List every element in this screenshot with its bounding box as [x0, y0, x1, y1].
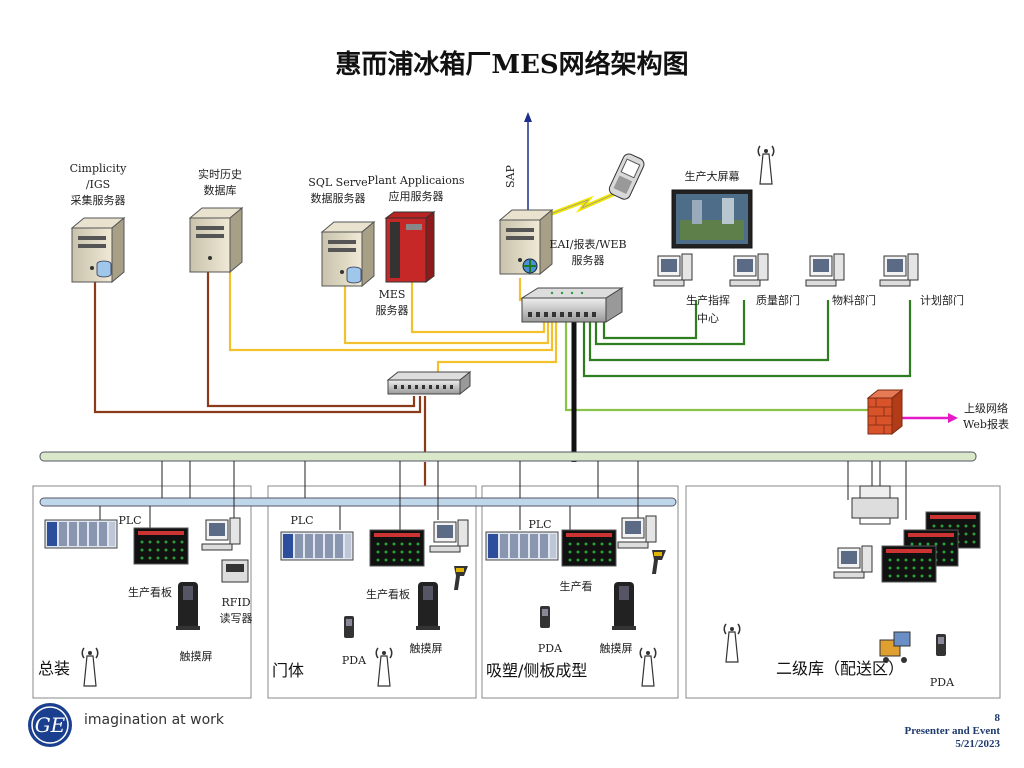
date-label: 5/21/2023: [955, 738, 1000, 750]
planning-label: 计划部门: [920, 293, 964, 307]
mes-label-1: MES: [379, 288, 406, 301]
field-drops: [99, 461, 907, 530]
door-plc-icon: [280, 531, 354, 561]
warehouse-pda-label: PDA: [930, 676, 955, 689]
page-title: 惠而浦冰箱厂MES网络架构图: [335, 50, 689, 80]
cimplicity-label-1: Cimplicity: [70, 162, 128, 175]
assembly-rfid-label-1: RFID: [221, 596, 250, 609]
cimplicity-label-3: 采集服务器: [71, 193, 126, 207]
logistics-pc-icon: [805, 253, 845, 287]
ge-logo-icon: GE: [28, 703, 72, 747]
sql-label-1: SQL Serve: [308, 176, 367, 189]
molding-plc-icon: [485, 531, 559, 561]
big-screen-label: 生产大屏幕: [685, 169, 740, 183]
door-board-icon: [369, 529, 425, 567]
warehouse-pda-icon: [936, 634, 946, 656]
big-screen-icon: [671, 189, 753, 249]
molding-board-icon: [561, 529, 617, 567]
molding-pda-icon: [540, 606, 550, 628]
warehouse-zone-label: 二级库（配送区）: [776, 659, 904, 678]
rfid-reader-icon: [221, 559, 249, 583]
assembly-plc-label: PLC: [118, 514, 141, 527]
page-number: 8: [994, 712, 1001, 724]
historian-label-2: 数据库: [204, 183, 237, 197]
door-zone-label: 门体: [272, 661, 304, 680]
assembly-board-label: 生产看板: [128, 585, 172, 599]
sap-label: SAP: [504, 165, 517, 188]
mes-label-2: 服务器: [376, 304, 409, 317]
svg-text:GE: GE: [35, 713, 66, 737]
warehouse-board-icon-3: [881, 545, 937, 583]
door-pda-label: PDA: [342, 654, 367, 667]
assembly-zone-label: 总装: [38, 659, 70, 678]
historian-label-1: 实时历史: [198, 167, 242, 181]
door-board-label: 生产看板: [366, 587, 410, 601]
control-center-pc-icon: [653, 253, 693, 287]
molding-pda-label: PDA: [538, 642, 563, 655]
cimplicity-server-icon: [71, 217, 125, 283]
planning-pc-icon: [879, 253, 919, 287]
door-pda-icon: [344, 616, 354, 638]
footer-meta: 8 Presenter and Event 5/21/2023: [904, 712, 1000, 751]
eai-label-1: EAI/报表/WEB: [549, 237, 626, 251]
delivery-cart-icon: [879, 631, 911, 663]
firewall-icon: [866, 388, 904, 436]
logistics-label: 物料部门: [832, 293, 876, 307]
mes-server-icon: [384, 211, 436, 283]
access-switch-icon: [386, 370, 472, 396]
eai-label-2: 服务器: [572, 254, 605, 267]
eai-server-icon: [499, 209, 553, 275]
assembly-rfid-label-2: 读写器: [220, 611, 253, 625]
quality-pc-icon: [729, 253, 769, 287]
door-touchscreen-icon: [416, 582, 440, 630]
assembly-plc-icon: [44, 519, 118, 549]
external-label-2: Web报表: [963, 417, 1009, 431]
sql-server-icon: [321, 221, 375, 287]
mobile-terminal-icon: [608, 153, 645, 200]
brand-tagline: imagination at work: [84, 712, 224, 728]
control-center-label-1: 生产指挥: [686, 293, 730, 307]
core-switch-icon: [520, 287, 624, 323]
cimplicity-label-2: /IGS: [86, 178, 110, 191]
door-plc-label: PLC: [290, 514, 313, 527]
main-network-bus: [39, 451, 977, 462]
upper-links: [93, 112, 958, 500]
molding-board-label: 生产看: [560, 579, 593, 593]
molding-plc-label: PLC: [528, 518, 551, 531]
molding-touchscreen-icon: [612, 582, 636, 630]
external-label-1: 上级网络: [964, 401, 1008, 415]
door-touch-label: 触摸屏: [410, 641, 443, 655]
assembly-touchscreen-icon: [176, 582, 200, 630]
sql-label-2: 数据服务器: [311, 191, 366, 205]
molding-zone-label: 吸塑/侧板成型: [486, 661, 587, 680]
historian-server-icon: [189, 207, 243, 273]
molding-touch-label: 触摸屏: [600, 641, 633, 655]
control-center-label-2: 中心: [697, 312, 719, 325]
quality-label: 质量部门: [756, 293, 800, 307]
wireless-ap-icon: [757, 145, 775, 185]
warehouse-printer-icon: [851, 485, 899, 525]
field-network-bus: [39, 497, 677, 507]
assembly-touch-label: 触摸屏: [180, 649, 213, 663]
plant-app-label-2: 应用服务器: [389, 189, 444, 203]
assembly-board-icon: [133, 527, 189, 565]
zone-door: [267, 485, 477, 699]
plant-app-label-1: Plant Applicaions: [367, 174, 464, 187]
presenter-label: Presenter and Event: [904, 725, 1000, 737]
